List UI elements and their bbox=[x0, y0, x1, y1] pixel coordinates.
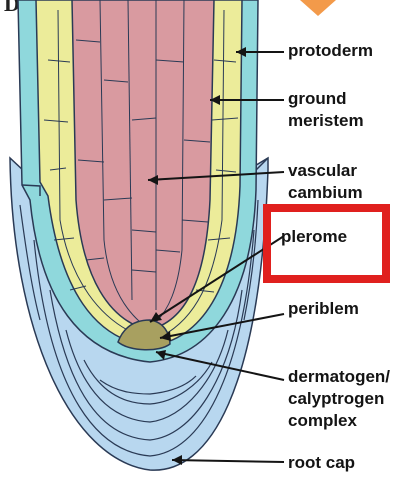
label-periblem: periblem bbox=[288, 298, 359, 320]
label-ground-meristem: ground meristem bbox=[288, 88, 364, 132]
label-vascular-cambium-line2: cambium bbox=[288, 182, 363, 204]
label-ground-meristem-line2: meristem bbox=[288, 110, 364, 132]
label-dermatogen-line1: dermatogen/ bbox=[288, 366, 390, 388]
plerome-highlight-box bbox=[263, 204, 390, 283]
label-protoderm: protoderm bbox=[288, 40, 373, 62]
label-root-cap: root cap bbox=[288, 452, 355, 474]
label-dermatogen-calyptrogen-complex: dermatogen/ calyptrogen complex bbox=[288, 366, 390, 432]
label-dermatogen-line2: calyptrogen bbox=[288, 388, 390, 410]
label-vascular-cambium: vascular cambium bbox=[288, 160, 363, 204]
label-dermatogen-line3: complex bbox=[288, 410, 390, 432]
label-ground-meristem-line1: ground bbox=[288, 88, 364, 110]
label-vascular-cambium-line1: vascular bbox=[288, 160, 363, 182]
